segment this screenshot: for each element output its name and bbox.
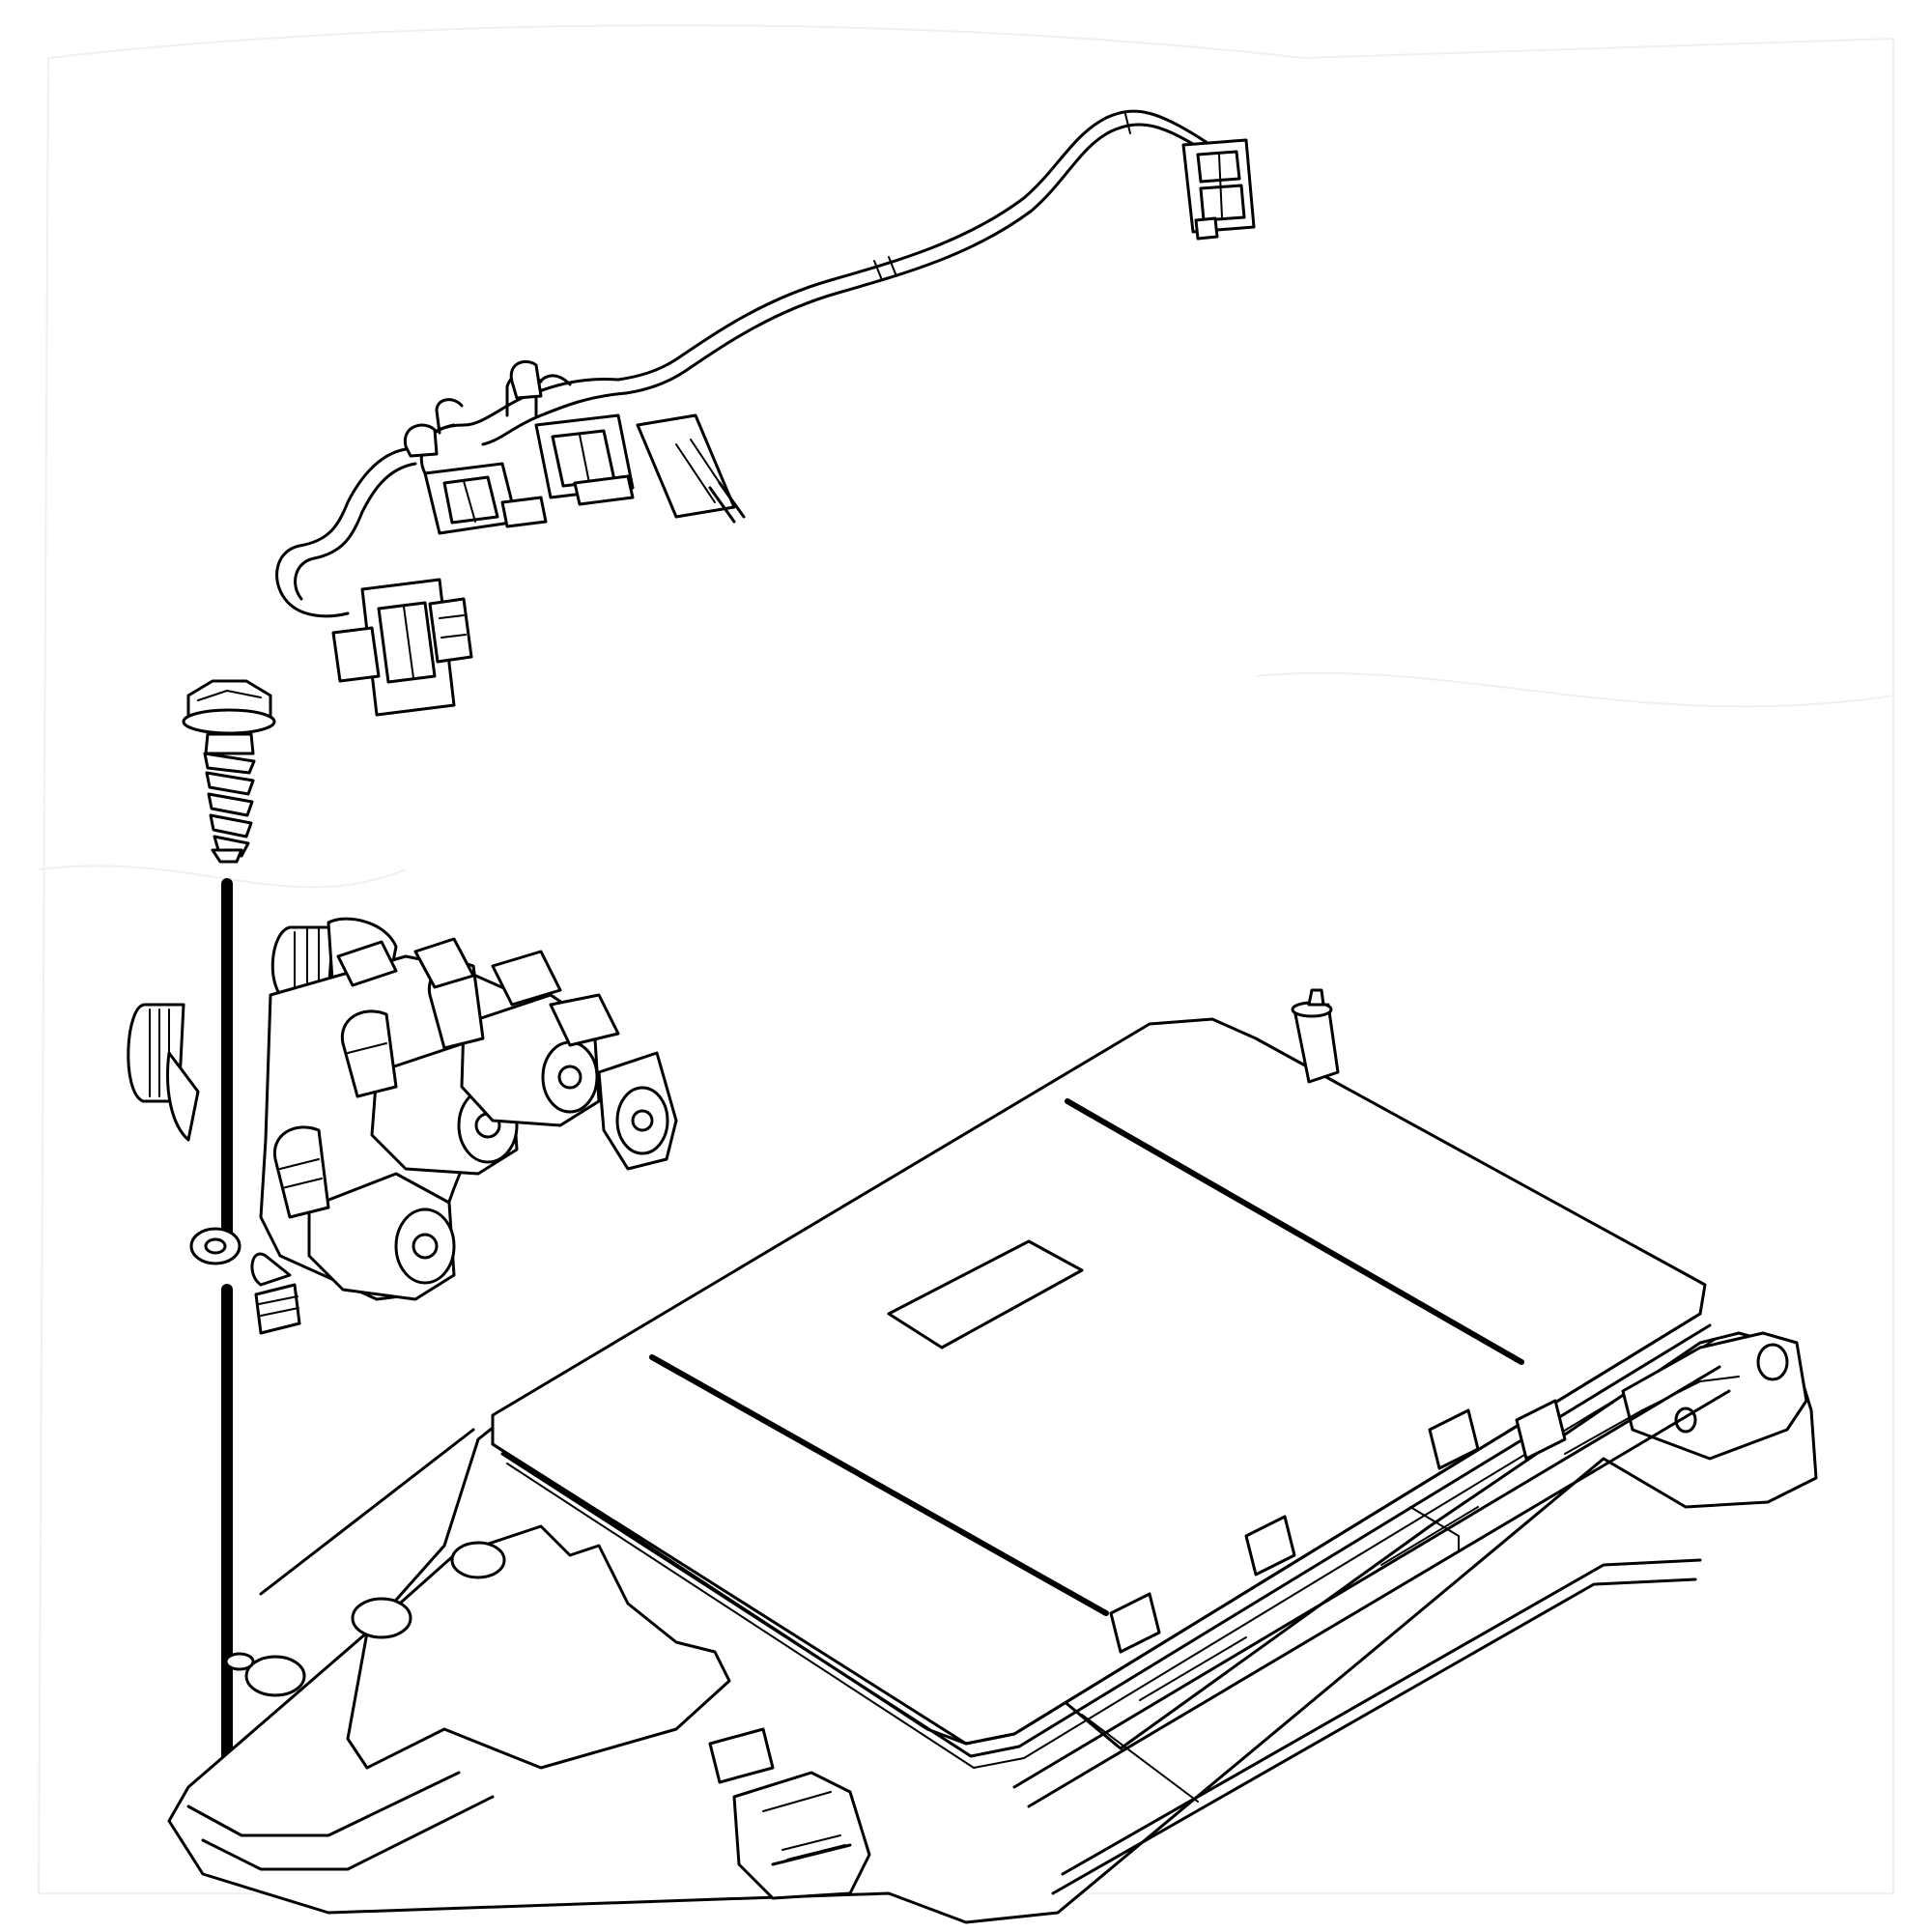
- mounting-hole-1: [450, 1541, 506, 1579]
- front-connector[interactable]: [708, 1727, 871, 1900]
- board-cover: [491, 1017, 1719, 1769]
- harness-connector-mid-left[interactable]: [423, 462, 548, 535]
- screw-thread: [203, 752, 256, 858]
- water-inlet-valve[interactable]: [127, 917, 678, 1335]
- alignment-line: [189, 878, 242, 1846]
- harness-connector-top[interactable]: [1181, 138, 1256, 241]
- harness-connector-right[interactable]: [636, 413, 746, 524]
- mounting-plate: [186, 1428, 731, 1871]
- control-board-housing[interactable]: [167, 988, 1818, 1924]
- mounting-hole-3: [244, 1655, 306, 1697]
- side-rail: [1012, 1365, 1731, 1808]
- harness-connector-mid-center[interactable]: [534, 413, 635, 506]
- solenoid-coil-4: [597, 1051, 678, 1171]
- background-shading: [37, 24, 1894, 1894]
- solenoid-coil-1: [272, 1125, 456, 1301]
- wire-harness[interactable]: [275, 109, 1256, 717]
- inlet-fitting-lower: [127, 1003, 200, 1142]
- mounting-hole-2: [351, 1597, 412, 1639]
- board-label-plate: [887, 1239, 1084, 1350]
- screw[interactable]: [182, 679, 276, 864]
- harness-connector-bottom[interactable]: [331, 578, 473, 717]
